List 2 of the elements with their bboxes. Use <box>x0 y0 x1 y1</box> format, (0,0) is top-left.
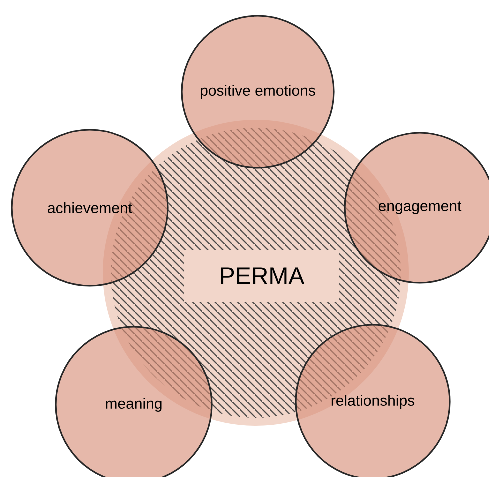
node-label: PERMA <box>221 268 305 284</box>
title-box: PERMA <box>184 250 340 302</box>
